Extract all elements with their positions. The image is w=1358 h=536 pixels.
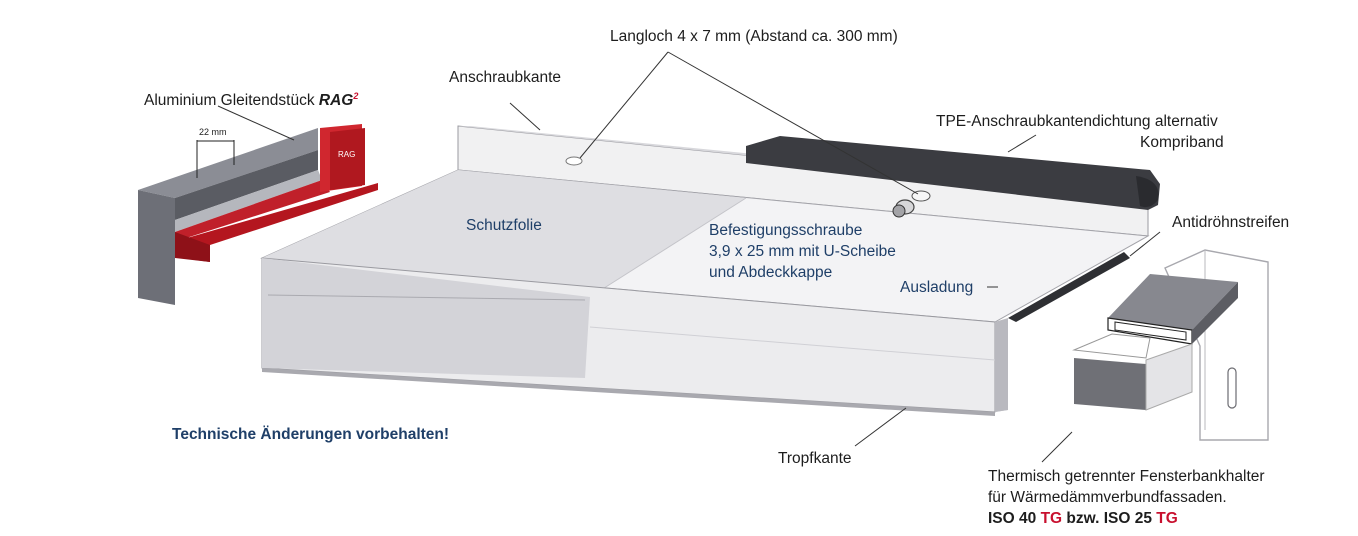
label-langloch: Langloch 4 x 7 mm (Abstand ca. 300 mm) (610, 28, 898, 45)
leader-antidroehn (1129, 231, 1161, 257)
label-rag-superscript: 2 (353, 91, 359, 101)
label-22mm: 22 mm (199, 127, 227, 137)
label-ausladung: Ausladung (900, 279, 974, 296)
label-schraube-line3: und Abdeckkappe (709, 264, 833, 281)
film-edge (589, 197, 747, 298)
end-cap-rag2: RAG (138, 124, 378, 305)
label-thermisch-line2: für Wärmedämmverbundfassaden. (988, 489, 1227, 506)
leader-tpe (1007, 134, 1037, 153)
label-iso-tg2: TG (1156, 510, 1178, 527)
label-iso-a: ISO 40 (988, 510, 1041, 527)
label-iso-tg1: TG (1040, 510, 1063, 527)
window-sill (260, 125, 1160, 416)
label-schutzfolie: Schutzfolie (466, 217, 542, 234)
label-aluminium-gleitendstueck: Aluminium Gleitendstück RAG2 (144, 91, 358, 111)
leader-tropfkante (854, 407, 907, 447)
film-front-line (267, 294, 586, 301)
leader-aluminium (217, 105, 295, 141)
label-anschraubkante: Anschraubkante (449, 69, 562, 86)
label-thermisch-line1: Thermisch getrennter Fensterbankhalter (988, 468, 1265, 485)
rag-mark: RAG (338, 150, 355, 159)
label-antidroehnstreifen: Antidröhnstreifen (1172, 214, 1290, 231)
label-schraube-line1: Befestigungsschraube (709, 222, 863, 239)
label-iso-products: ISO 40 TG bzw. ISO 25 TG (988, 510, 1178, 529)
label-rag-brand: RAG (318, 92, 354, 110)
leader-lines (217, 51, 1161, 463)
label-aluminium-text: Aluminium Gleitendstück (144, 92, 319, 110)
label-tpe-line2: Kompriband (1140, 134, 1224, 151)
slot-hole (565, 156, 583, 166)
leader-thermisch (1041, 431, 1073, 463)
sill-bracket (1072, 249, 1269, 441)
label-schraube-line2: 3,9 x 25 mm mit U-Scheibe (709, 243, 896, 260)
label-tropfkante: Tropfkante (778, 450, 852, 467)
leader-anschraubkante (509, 102, 541, 131)
leader-langloch-screw (667, 51, 919, 195)
label-tpe-line1: TPE-Anschraubkantendichtung alternativ (936, 113, 1218, 130)
label-iso-b: bzw. ISO 25 (1062, 510, 1157, 527)
label-technische-aenderungen: Technische Änderungen vorbehalten! (172, 426, 450, 443)
leader-langloch-hole (579, 51, 669, 159)
front-crease (589, 326, 996, 361)
